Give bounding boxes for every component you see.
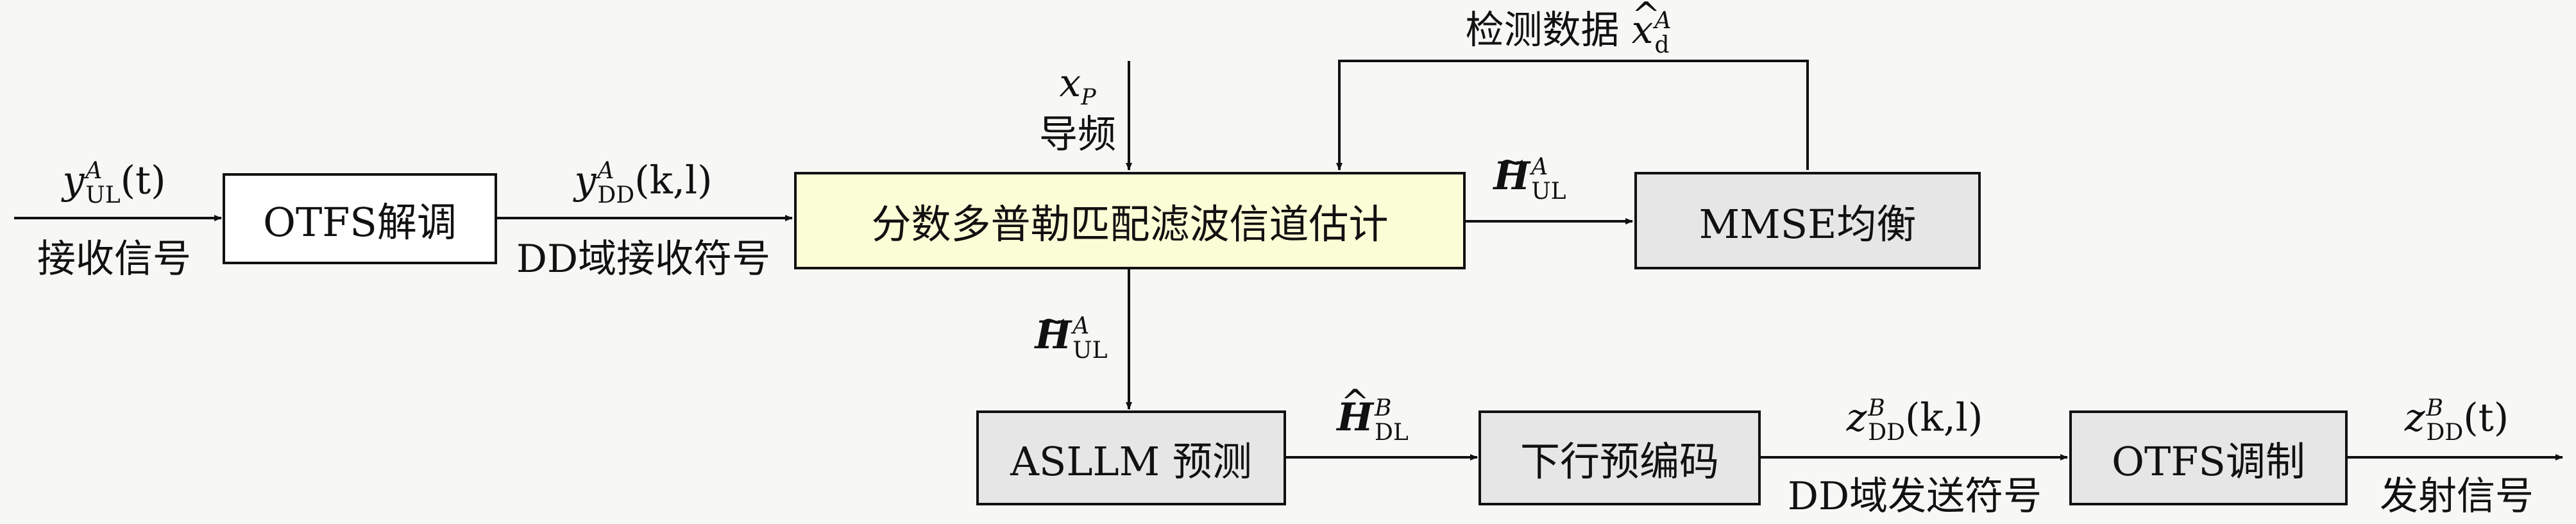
asllm-predictor-block: ASLLM 预测: [976, 410, 1286, 505]
dd-rx-caption: DD域接收符号: [516, 237, 771, 282]
otfs-demodulation-block: OTFS解调: [223, 173, 497, 264]
mmse-equalizer-block: MMSE均衡: [1634, 172, 1981, 269]
pilot-symbol: xP: [1059, 61, 1096, 110]
rx-signal-caption: 接收信号: [37, 237, 191, 282]
dd-tx-caption: DD域发送符号: [1787, 474, 2042, 519]
otfs-modulation-label: OTFS调制: [2112, 438, 2305, 485]
tx-signal-caption: 发射信号: [2380, 474, 2534, 519]
otfs-modulation-block: OTFS调制: [2069, 410, 2348, 505]
downlink-precoder-block: 下行预编码: [1479, 410, 1761, 505]
otfs-demodulation-label: OTFS解调: [263, 199, 457, 246]
mmse-equalizer-label: MMSE均衡: [1699, 201, 1917, 248]
asllm-predictor-label: ASLLM 预测: [1010, 438, 1252, 485]
pilot-caption: 导频: [1039, 112, 1116, 157]
channel-estimator-label: 分数多普勒匹配滤波信道估计: [871, 201, 1389, 248]
arrow-feedback-loop: [1336, 60, 1809, 171]
channel-estimator-block: 分数多普勒匹配滤波信道估计: [794, 172, 1466, 269]
downlink-precoder-label: 下行预编码: [1520, 438, 1719, 485]
